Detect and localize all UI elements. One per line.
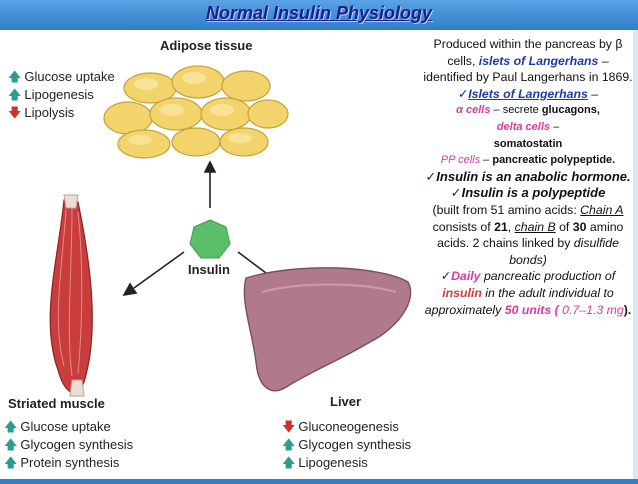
text-panel: Produced within the pancreas by β cells,… bbox=[423, 30, 633, 479]
panel-right-edge bbox=[633, 30, 638, 479]
muscle-item-2: 🡅Glycogen synthesis bbox=[4, 437, 134, 452]
panel-paragraph-4: (built from 51 amino acids: Chain A cons… bbox=[432, 202, 624, 267]
muscle-item-1: 🡅Glucose uptake bbox=[4, 419, 111, 434]
panel-pp-line: PP cells – pancreatic polypeptide. bbox=[440, 154, 616, 167]
panel-alpha-line: α cells – secrete glucagons, bbox=[456, 104, 600, 117]
adipose-item-1: 🡅Glucose uptake bbox=[8, 69, 115, 84]
adipose-item-2: 🡅Lipogenesis bbox=[8, 87, 94, 102]
panel-paragraph-3: ✓Insulin is an anabolic hormone. bbox=[425, 168, 631, 184]
checkmark-icon: ✓ bbox=[450, 185, 462, 201]
checkmark-icon: ✓ bbox=[425, 168, 437, 184]
adipose-item-3: 🡇Lipolysis bbox=[8, 105, 75, 120]
down-arrow-icon: 🡇 bbox=[8, 105, 22, 120]
title-bar bbox=[0, 0, 638, 30]
up-arrow-icon: 🡅 bbox=[8, 87, 22, 102]
figure-graphics bbox=[49, 65, 412, 397]
panel-paragraph-1: Produced within the pancreas by β cells,… bbox=[423, 37, 633, 85]
checkmark-icon: ✓ bbox=[457, 86, 469, 101]
up-arrow-icon: 🡅 bbox=[4, 437, 18, 452]
slide-title: Normal Insulin Physiology bbox=[205, 3, 433, 23]
insulin-physiology-figure: Adipose tissue 🡅Glucose uptake 🡅Lipogene… bbox=[0, 30, 423, 479]
down-arrow-icon: 🡇 bbox=[282, 419, 296, 434]
muscle-item-3: 🡅Protein synthesis bbox=[4, 455, 120, 470]
up-arrow-icon: 🡅 bbox=[4, 419, 18, 434]
panel-delta-line: delta cells – somatostatin bbox=[493, 120, 563, 150]
liver-item-1: 🡇Gluconeogenesis bbox=[282, 419, 399, 434]
panel-paragraph-5: ✓Daily pancreatic production of insulin … bbox=[424, 269, 632, 317]
checkmark-icon: ✓ bbox=[440, 269, 452, 284]
islets-highlight: islets of Langerhans bbox=[478, 53, 599, 68]
adipose-cells-illustration bbox=[103, 65, 289, 159]
up-arrow-icon: 🡅 bbox=[8, 69, 22, 84]
up-arrow-icon: 🡅 bbox=[282, 455, 296, 470]
insulin-label: Insulin bbox=[188, 262, 230, 277]
insulin-heptagon bbox=[189, 219, 231, 259]
liver-header: Liver bbox=[330, 394, 362, 409]
liver-illustration bbox=[243, 267, 412, 392]
up-arrow-icon: 🡅 bbox=[282, 437, 296, 452]
muscle-header: Striated muscle bbox=[8, 396, 105, 411]
muscle-illustration bbox=[49, 194, 93, 397]
liver-item-2: 🡅Glycogen synthesis bbox=[282, 437, 412, 452]
panel-paragraph-4-head: ✓Insulin is a polypeptide bbox=[450, 185, 606, 201]
panel-paragraph-2: ✓Islets of Langerhans – bbox=[457, 86, 599, 101]
adipose-header: Adipose tissue bbox=[160, 38, 253, 53]
up-arrow-icon: 🡅 bbox=[4, 455, 18, 470]
liver-item-3: 🡅Lipogenesis bbox=[282, 455, 368, 470]
